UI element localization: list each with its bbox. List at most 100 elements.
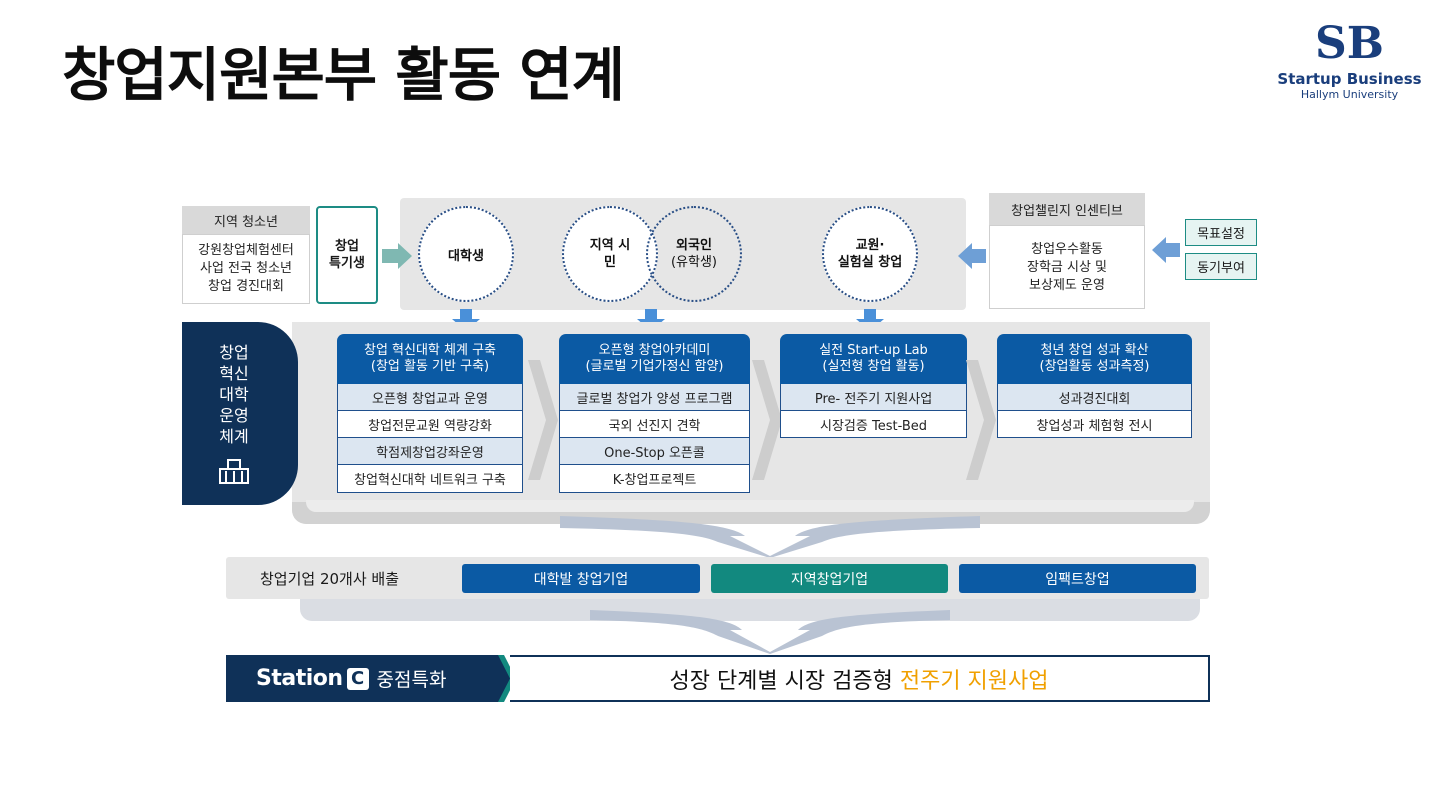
circle-student-label: 대학생 bbox=[448, 248, 484, 264]
column-head-line: 오픈형 창업아카데미 bbox=[598, 343, 711, 358]
local-youth-line: 강원창업체험센터 bbox=[198, 243, 294, 258]
local-youth-line: 창업 경진대회 bbox=[208, 279, 284, 294]
arrow-right-icon bbox=[382, 243, 412, 269]
local-youth-body: 강원창업체험센터 사업 전국 청소년 창업 경진대회 bbox=[182, 234, 310, 304]
pill-text: 대학발 창업기업 bbox=[533, 571, 629, 588]
pill-text: 임팩트창업 bbox=[1045, 571, 1110, 588]
innovation-system-label: 창업 혁신 대학 운영 체계 bbox=[219, 342, 260, 447]
logo-university: Hallym University bbox=[1300, 88, 1399, 101]
goal-setting-text: 목표설정 bbox=[1197, 227, 1245, 242]
column-item: 창업전문교원 역량강화 bbox=[337, 411, 523, 438]
chevron-right-icon bbox=[752, 360, 782, 480]
column-item-text: Pre- 전주기 지원사업 bbox=[814, 391, 933, 407]
arrow-down-icon bbox=[637, 309, 665, 331]
column-head-line: 청년 창업 성과 확산 bbox=[1040, 343, 1149, 358]
chevron-right-icon bbox=[528, 360, 558, 480]
column-item-text: 오픈형 창업교과 운영 bbox=[372, 391, 488, 407]
pill-university-startups: 대학발 창업기업 bbox=[462, 564, 700, 593]
column-item: 시장검증 Test-Bed bbox=[780, 411, 967, 438]
column-item: 오픈형 창업교과 운영 bbox=[337, 384, 523, 411]
logo-name: Startup Business bbox=[1277, 70, 1422, 88]
column-item-text: 학점제창업강좌운영 bbox=[376, 445, 484, 461]
arrow-left-icon bbox=[1152, 237, 1180, 263]
arrow-down-icon bbox=[452, 309, 480, 331]
column-item: 글로벌 창업가 양성 프로그램 bbox=[559, 384, 750, 411]
circle-faculty-line: 교원· bbox=[855, 238, 885, 253]
column-item-text: 국외 선진지 견학 bbox=[608, 418, 701, 434]
chevron-right-icon bbox=[966, 360, 996, 480]
special-student-box: 창업 특기생 bbox=[316, 206, 378, 304]
column-head-line: 실전 Start-up Lab bbox=[819, 343, 928, 358]
station-brand: Station bbox=[256, 666, 343, 691]
column-head-line: (창업활동 성과측정) bbox=[1039, 359, 1150, 374]
bar-shadow-strip bbox=[300, 599, 1200, 621]
bottom-summary-box: 성장 단계별 시장 검증형 전주기 지원사업 bbox=[510, 655, 1210, 702]
arrow-down-icon bbox=[856, 309, 884, 331]
panel-line: 운영 bbox=[219, 406, 249, 425]
column-item-text: One-Stop 오픈콜 bbox=[604, 445, 705, 461]
circle-foreigner: 외국인 (유학생) bbox=[646, 206, 742, 302]
station-label: 중점특화 bbox=[376, 669, 447, 691]
circle-foreigner-sub: (유학생) bbox=[670, 255, 718, 270]
band-inner-strip bbox=[306, 500, 1194, 512]
circle-student: 대학생 bbox=[418, 206, 514, 302]
funnel-arrow-icon bbox=[560, 516, 980, 558]
motivation-box: 동기부여 bbox=[1185, 253, 1257, 280]
station-c-banner: Station C 중점특화 bbox=[226, 655, 496, 702]
panel-line: 혁신 bbox=[219, 364, 249, 383]
challenge-body: 창업우수활동 장학금 시상 및 보상제도 운영 bbox=[989, 225, 1145, 309]
column-head-line: (실전형 창업 활동) bbox=[822, 359, 925, 374]
column-item: Pre- 전주기 지원사업 bbox=[780, 384, 967, 411]
pill-regional-startups: 지역창업기업 bbox=[711, 564, 948, 593]
column-item-text: 창업전문교원 역량강화 bbox=[368, 418, 492, 434]
panel-line: 대학 bbox=[219, 385, 249, 404]
circle-local-line: 지역 시 bbox=[589, 238, 631, 253]
arrow-left-icon bbox=[958, 243, 986, 269]
special-student-line: 특기생 bbox=[329, 256, 365, 271]
local-youth-line: 사업 전국 청소년 bbox=[200, 261, 292, 276]
column-item: 창업혁신대학 네트워크 구축 bbox=[337, 465, 523, 493]
challenge-line: 창업우수활동 bbox=[1031, 242, 1103, 257]
local-youth-header: 지역 청소년 bbox=[182, 206, 310, 234]
funnel-arrow-icon bbox=[590, 610, 950, 654]
column-item-text: 글로벌 창업가 양성 프로그램 bbox=[576, 391, 733, 407]
innovation-system-panel: 창업 혁신 대학 운영 체계 bbox=[182, 322, 298, 505]
column-head-line: (창업 활동 기반 구축) bbox=[370, 359, 490, 374]
column-item-text: 성과경진대회 bbox=[1058, 391, 1131, 407]
sb-logo-icon: SB bbox=[1315, 18, 1384, 69]
column-item-text: K-창업프로젝트 bbox=[612, 473, 697, 488]
column-head-4: 청년 창업 성과 확산 (창업활동 성과측정) bbox=[997, 334, 1192, 384]
motivation-text: 동기부여 bbox=[1197, 261, 1245, 276]
startup-business-logo: SB Startup Business Hallym University bbox=[1272, 18, 1427, 118]
column-item: 학점제창업강좌운영 bbox=[337, 438, 523, 465]
challenge-header: 창업챌린지 인센티브 bbox=[989, 193, 1145, 225]
circle-local-line: 민 bbox=[604, 255, 616, 270]
challenge-line: 보상제도 운영 bbox=[1029, 278, 1105, 293]
pill-text: 지역창업기업 bbox=[790, 571, 869, 588]
column-item: 창업성과 체험형 전시 bbox=[997, 411, 1192, 438]
column-head-3: 실전 Start-up Lab (실전형 창업 활동) bbox=[780, 334, 967, 384]
column-item: One-Stop 오픈콜 bbox=[559, 438, 750, 465]
circle-foreigner-label: 외국인 bbox=[676, 238, 712, 253]
university-building-icon bbox=[219, 459, 249, 484]
column-item: 국외 선진지 견학 bbox=[559, 411, 750, 438]
column-head-2: 오픈형 창업아카데미 (글로벌 기업가정신 함양) bbox=[559, 334, 750, 384]
column-item-text: 창업혁신대학 네트워크 구축 bbox=[354, 473, 506, 488]
circle-faculty: 교원· 실험실 창업 bbox=[822, 206, 918, 302]
panel-line: 체계 bbox=[219, 427, 249, 446]
bottom-summary-highlight: 전주기 지원사업 bbox=[899, 668, 1049, 694]
challenge-header-text: 창업챌린지 인센티브 bbox=[1011, 203, 1123, 219]
special-student-line: 창업 bbox=[335, 239, 359, 254]
station-c-icon: C bbox=[346, 667, 369, 690]
panel-line: 창업 bbox=[219, 343, 249, 362]
pill-impact-startups: 임팩트창업 bbox=[959, 564, 1196, 593]
challenge-line: 장학금 시상 및 bbox=[1026, 260, 1108, 275]
column-head-line: 창업 혁신대학 체계 구축 bbox=[364, 343, 496, 358]
column-item: K-창업프로젝트 bbox=[559, 465, 750, 493]
circle-faculty-line: 실험실 창업 bbox=[837, 255, 903, 270]
output-label: 창업기업 20개사 배출 bbox=[260, 570, 400, 588]
column-item: 성과경진대회 bbox=[997, 384, 1192, 411]
bottom-summary-text: 성장 단계별 시장 검증형 bbox=[669, 668, 900, 694]
goal-setting-box: 목표설정 bbox=[1185, 219, 1257, 246]
column-head-1: 창업 혁신대학 체계 구축 (창업 활동 기반 구축) bbox=[337, 334, 523, 384]
